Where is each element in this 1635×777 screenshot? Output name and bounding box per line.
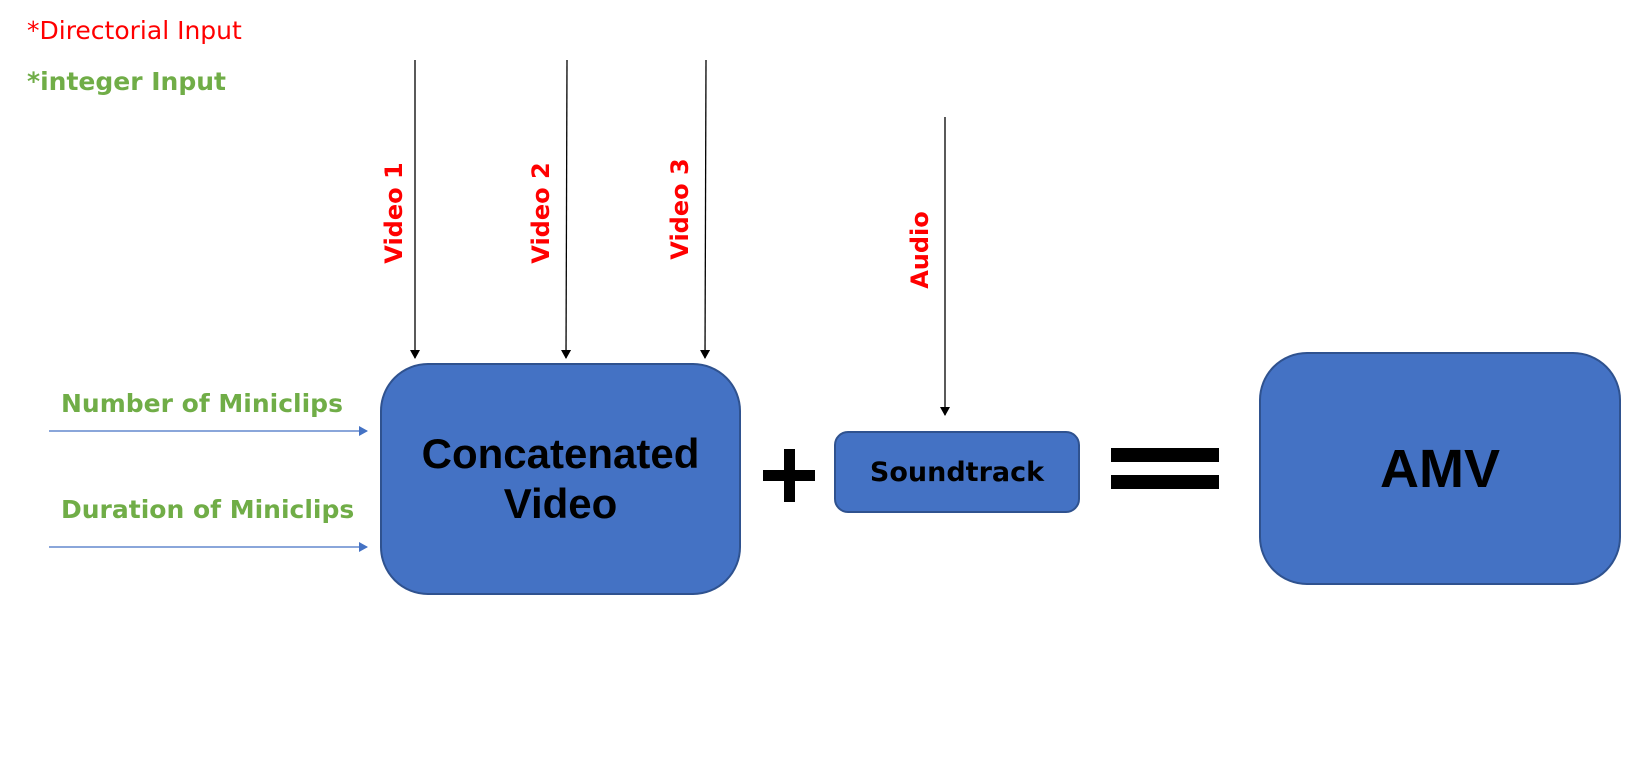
video1-label: Video 1 [380,162,408,264]
equals-operator-bottom-bar [1111,475,1219,489]
equals-operator-top-bar [1111,448,1219,462]
video3-arrow [700,59,711,359]
legend-integer-input: *integer Input [27,67,226,96]
amv-label: AMV [1380,438,1500,499]
concatenated-video-line1: Concatenated [421,429,700,477]
audio-label: Audio [906,211,934,289]
soundtrack-node: Soundtrack [834,431,1080,513]
legend-directorial-input: *Directorial Input [27,16,242,45]
soundtrack-label: Soundtrack [869,456,1045,488]
video2-label: Video 2 [527,162,555,264]
duration-of-miniclips-label: Duration of Miniclips [61,495,355,524]
video2-arrow [561,59,572,359]
amv-node: AMV [1259,352,1621,585]
concatenated-video-line2: Video [503,480,618,527]
video3-label: Video 3 [666,158,694,260]
number-of-miniclips-label: Number of Miniclips [61,389,343,418]
concatenated-video-node: Concatenated Video [380,363,741,595]
plus-operator-vertical [784,449,795,502]
